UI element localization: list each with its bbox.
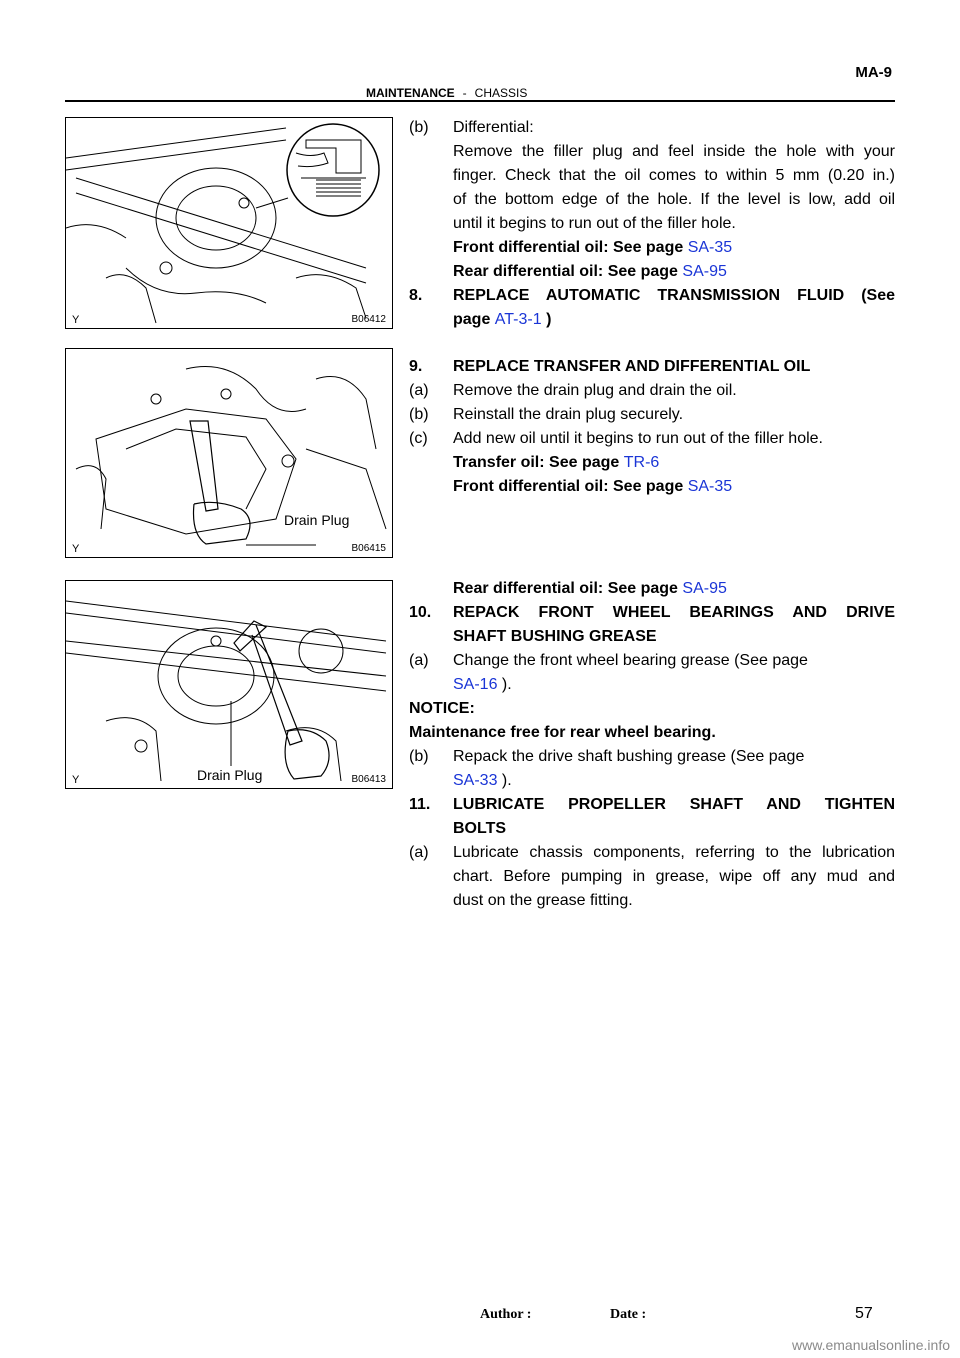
- ref-label: Front differential oil: See page: [453, 478, 688, 495]
- transfer-drain-illustration: [75, 366, 387, 546]
- step-title: REPLACE TRANSFER AND DIFFERENTIAL OIL: [453, 358, 811, 375]
- step-10-heading: 10. REPACK FRONT WHEEL BEARINGS AND DRIVE: [409, 601, 895, 624]
- page-number: 57: [855, 1305, 873, 1322]
- step-10a: (a) Change the front wheel bearing grease…: [409, 649, 895, 672]
- step-number: 9.: [409, 358, 423, 375]
- figure-y-mark: Y: [72, 543, 80, 555]
- step-number: 11.: [409, 796, 431, 813]
- page-link[interactable]: SA-95: [682, 580, 727, 597]
- page-link[interactable]: SA-35: [687, 239, 733, 256]
- page-link[interactable]: TR-6: [623, 454, 660, 471]
- step-text: Repack the drive shaft bushing grease (S…: [453, 748, 805, 765]
- transfer-oil-ref: Transfer oil: See page TR-6: [453, 451, 895, 474]
- date-label: Date :: [610, 1307, 647, 1322]
- step-9c: (c) Add new oil until it begins to run ou…: [409, 427, 895, 450]
- step-b-differential: (b) Differential:: [409, 116, 895, 139]
- rear-diff-oil-ref: Rear differential oil: See page SA-95: [453, 577, 895, 600]
- notice-title: NOTICE:: [409, 700, 475, 717]
- ref-label: Rear differential oil: See page: [453, 580, 683, 597]
- step-title: Differential:: [453, 119, 534, 136]
- page-link[interactable]: SA-16: [453, 676, 498, 693]
- ref-label: Transfer oil: See page: [453, 454, 624, 471]
- figure-transfer-drain-plug: Drain Plug Y B06415: [65, 348, 393, 558]
- page-link[interactable]: AT-3-1: [494, 311, 542, 328]
- paragraph-line: dust on the grease fitting.: [453, 892, 633, 909]
- figure-y-mark: Y: [72, 314, 80, 326]
- section-name: MAINTENANCE: [366, 86, 455, 100]
- page-code: MA-9: [855, 64, 892, 81]
- step-label: (b): [409, 748, 429, 765]
- paragraph-line: Remove the filler plug and feel inside t…: [453, 143, 895, 160]
- paragraph-line: of the bottom edge of the hole. If the l…: [453, 191, 895, 208]
- step-title: REPLACE AUTOMATIC TRANSMISSION FLUID (Se…: [453, 287, 895, 304]
- step-9-heading: 9. REPLACE TRANSFER AND DIFFERENTIAL OIL: [409, 355, 895, 378]
- step-8-heading-cont: page AT-3-1 ): [453, 308, 895, 331]
- step-text: Add new oil until it begins to run out o…: [453, 430, 823, 447]
- figure-differential-filler: Y B06412: [65, 117, 393, 329]
- step-10b-cont: SA-33 ).: [453, 769, 895, 792]
- ref-end: ).: [497, 676, 512, 693]
- ref-label: Rear differential oil: See page: [453, 263, 683, 280]
- ref-label: Front differential oil: See page: [453, 239, 688, 256]
- page-link[interactable]: SA-35: [687, 478, 733, 495]
- paragraph-line: finger. Check that the oil comes to with…: [453, 167, 895, 184]
- step-text: Change the front wheel bearing grease (S…: [453, 652, 808, 669]
- step-label: (a): [409, 652, 429, 669]
- paragraph-line: chart. Before pumping in grease, wipe of…: [453, 868, 895, 885]
- step-11-heading: 11. LUBRICATE PROPELLER SHAFT AND TIGHTEN: [409, 793, 895, 816]
- subsection-name: CHASSIS: [474, 86, 528, 100]
- step-label: (a): [409, 382, 429, 399]
- step-11-heading-cont: BOLTS: [453, 820, 507, 837]
- step-text: Lubricate chassis components, referring …: [453, 844, 895, 861]
- step-title: REPACK FRONT WHEEL BEARINGS AND DRIVE: [453, 604, 895, 621]
- step-10-heading-cont: SHAFT BUSHING GREASE: [453, 628, 657, 645]
- front-diff-oil-ref: Front differential oil: See page SA-35: [453, 236, 895, 259]
- procedure-text: (b) Differential: Remove the filler plug …: [409, 116, 895, 916]
- differential-filler-illustration: [66, 123, 380, 324]
- step-8-heading: 8. REPLACE AUTOMATIC TRANSMISSION FLUID (…: [409, 284, 895, 307]
- step-10a-cont: SA-16 ).: [453, 673, 895, 696]
- section-separator: -: [462, 86, 467, 100]
- rear-diff-oil-ref: Rear differential oil: See page SA-95: [453, 260, 895, 283]
- ref-label: page: [453, 311, 495, 328]
- watermark: www.emanualsonline.info: [792, 1337, 950, 1353]
- step-number: 10.: [409, 604, 432, 621]
- header-rule: [65, 100, 895, 102]
- step-11a: (a) Lubricate chassis components, referri…: [409, 841, 895, 864]
- page-link[interactable]: SA-33: [453, 772, 498, 789]
- figure-y-mark: Y: [72, 774, 80, 786]
- drain-plug-label: Drain Plug: [284, 512, 350, 528]
- figure-number: B06413: [351, 774, 386, 785]
- step-label: (b): [409, 119, 429, 136]
- figure-rear-differential-drain: Drain Plug Y B06413: [65, 580, 393, 789]
- front-diff-oil-ref: Front differential oil: See page SA-35: [453, 475, 895, 498]
- paragraph-line: until it begins to run out of the filler…: [453, 215, 736, 232]
- step-title: LUBRICATE PROPELLER SHAFT AND TIGHTEN: [453, 796, 895, 813]
- step-label: (b): [409, 406, 429, 423]
- author-label: Author :: [480, 1307, 532, 1322]
- section-heading: MAINTENANCE-CHASSIS: [366, 86, 527, 100]
- rear-differential-illustration: [66, 600, 387, 782]
- figure-number: B06412: [351, 314, 386, 325]
- figure-number: B06415: [351, 543, 386, 554]
- step-text: Reinstall the drain plug securely.: [453, 406, 684, 423]
- step-label: (c): [409, 430, 428, 447]
- drain-plug-label: Drain Plug: [197, 767, 263, 783]
- ref-end: ): [541, 311, 552, 328]
- step-label: (a): [409, 844, 429, 861]
- notice-text: Maintenance free for rear wheel bearing.: [409, 724, 716, 741]
- page-link[interactable]: SA-95: [682, 263, 727, 280]
- ref-end: ).: [497, 772, 512, 789]
- step-text: Remove the drain plug and drain the oil.: [453, 382, 737, 399]
- step-9b: (b) Reinstall the drain plug securely.: [409, 403, 895, 426]
- step-10b: (b) Repack the drive shaft bushing grease…: [409, 745, 895, 768]
- step-9a: (a) Remove the drain plug and drain the o…: [409, 379, 895, 402]
- step-number: 8.: [409, 287, 423, 304]
